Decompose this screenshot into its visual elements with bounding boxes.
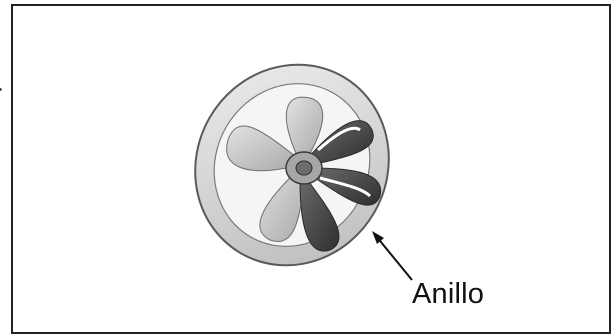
- fan-blade-highlight: [319, 176, 372, 198]
- fan-blade-highlight: [317, 126, 361, 152]
- callout-label: Anillo: [412, 278, 485, 310]
- cropped-left-letter: r: [0, 78, 2, 110]
- cropped-left-text: r: [0, 70, 12, 110]
- fan-blade: [307, 120, 374, 166]
- fan-assembly: [194, 63, 390, 267]
- fan-hub-center: [295, 160, 313, 176]
- fan-blade: [285, 96, 324, 161]
- callout-arrow: [372, 231, 413, 281]
- fan-blade: [226, 125, 301, 172]
- fan-icon: [194, 63, 413, 281]
- fan-blade: [299, 177, 340, 252]
